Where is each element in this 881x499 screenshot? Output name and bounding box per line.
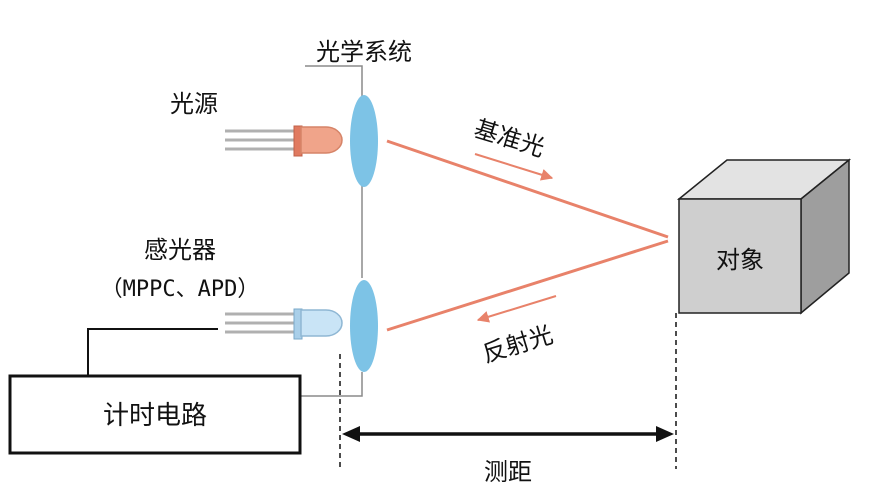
object-cube-icon (676, 158, 852, 315)
timing-circuit-wire (87, 328, 218, 376)
bottom-lens-icon (350, 280, 378, 372)
optical-system-bracket (282, 65, 363, 397)
reflected-beam (386, 239, 669, 332)
reference-light-label: 基准光 (471, 114, 548, 162)
reference-direction-arrow (474, 153, 554, 181)
object-label: 对象 (716, 246, 764, 274)
light-source-led-icon (225, 125, 343, 157)
sensor-photodiode-icon (225, 308, 343, 340)
optical-system-label: 光学系统 (316, 38, 412, 66)
distance-label: 测距 (484, 458, 532, 486)
timing-circuit-label: 计时电路 (103, 401, 207, 431)
top-lens-icon (350, 95, 378, 187)
reference-beam (386, 139, 669, 239)
sensor-types-label: （MPPC、APD） (101, 277, 260, 302)
reflected-light-label: 反射光 (479, 320, 556, 368)
distance-double-arrow (342, 426, 674, 442)
timing-circuit-box (8, 374, 302, 455)
sensor-label: 感光器 (144, 236, 216, 264)
reflected-direction-arrow (476, 295, 557, 323)
light-source-label: 光源 (170, 90, 218, 118)
